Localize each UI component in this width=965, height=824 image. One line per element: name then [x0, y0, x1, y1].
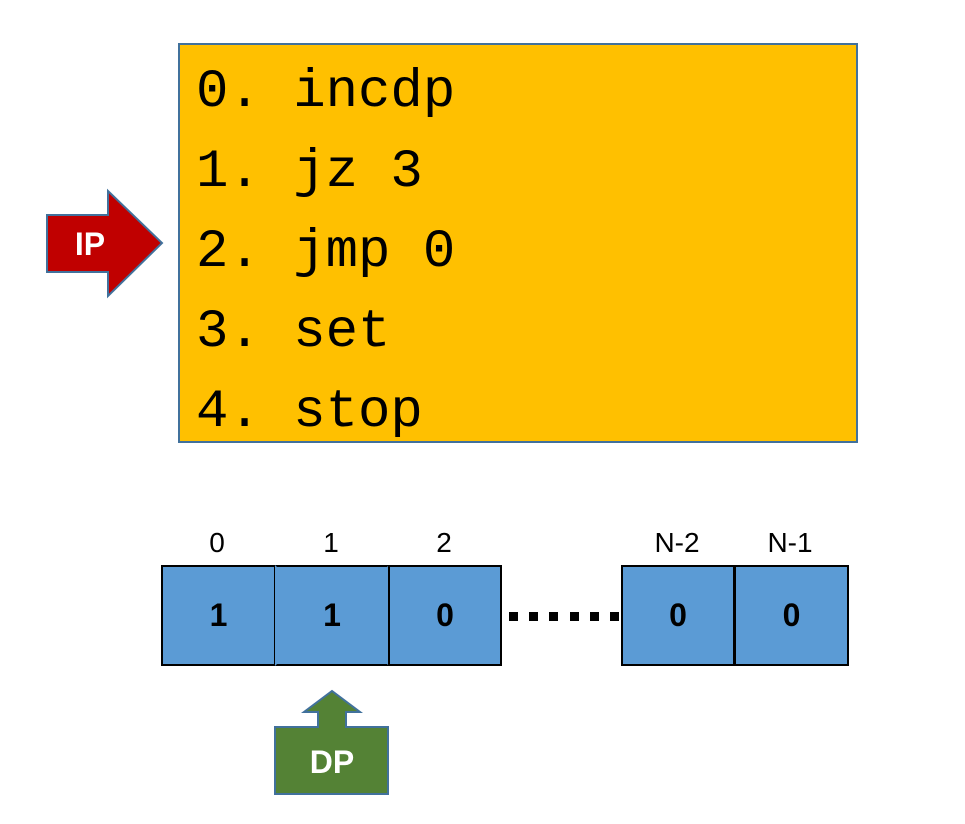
ellipsis-dot [549, 612, 559, 621]
ellipsis-dot [569, 612, 579, 621]
cell-index-2: 2 [436, 527, 452, 558]
program-listing: 0. incdp 1. jz 3 2. jmp 0 3. set 4. stop [178, 43, 858, 443]
instruction-0: 0. incdp [196, 62, 456, 123]
cell-index-n-1: N-1 [767, 527, 813, 558]
cell-index-0: 0 [209, 527, 225, 558]
tape-cell-n-2: 0 [621, 565, 735, 666]
instruction-3: 3. set [196, 302, 391, 363]
instruction-pointer-arrow [46, 188, 164, 299]
cell-index-n-2: N-2 [654, 527, 700, 558]
ellipsis-dot [589, 612, 599, 621]
tape-cell-0: 1 [161, 565, 276, 666]
instruction-2: 2. jmp 0 [196, 222, 456, 283]
ellipsis-dot [509, 612, 518, 621]
data-pointer-label: DP [309, 744, 355, 780]
ellipsis-dot [609, 612, 619, 621]
ellipsis-dot [529, 612, 539, 621]
tape-cell-2: 0 [388, 565, 502, 666]
tape-cell-n-1: 0 [734, 565, 849, 666]
cell-index-1: 1 [323, 527, 339, 558]
data-pointer-arrow [274, 689, 389, 795]
tape-cell-1: 1 [275, 565, 389, 666]
ellipsis-dots [509, 612, 619, 622]
instruction-pointer-label: IP [74, 226, 106, 262]
instruction-1: 1. jz 3 [196, 142, 423, 203]
instruction-4: 4. stop [196, 382, 423, 443]
